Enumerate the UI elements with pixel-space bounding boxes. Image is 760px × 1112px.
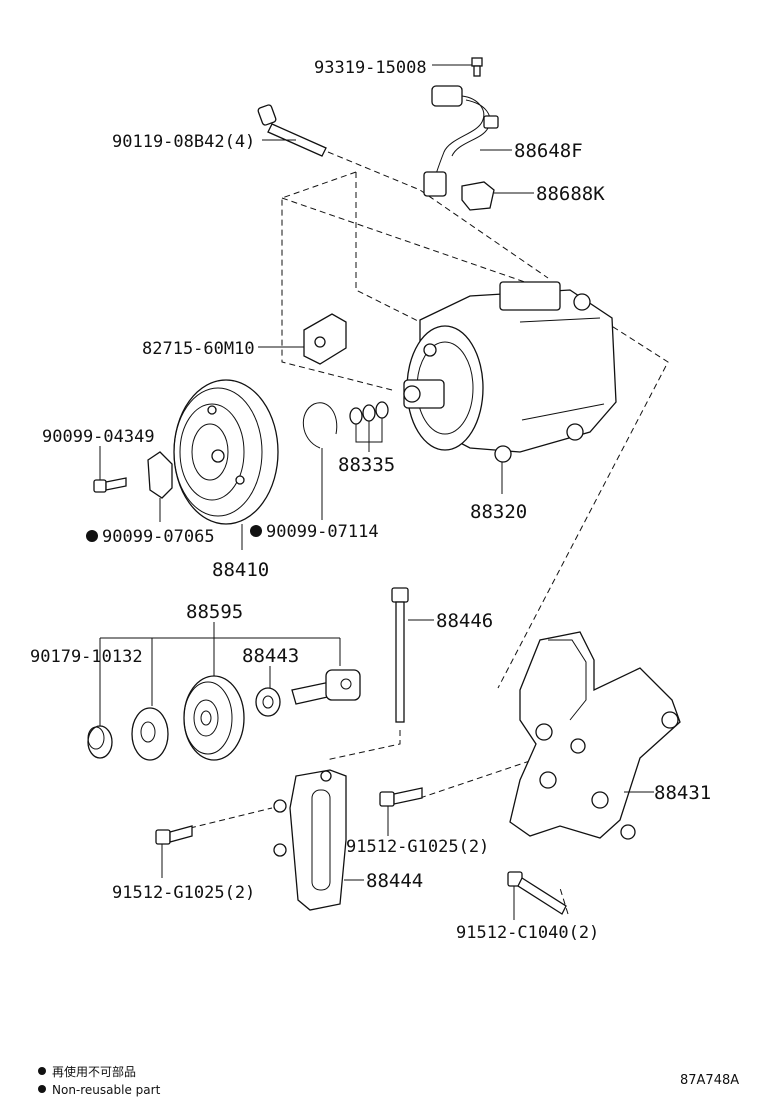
label-88443: 88443 bbox=[242, 645, 299, 667]
idler-group-leaders bbox=[99, 622, 341, 726]
non-reusable-marker bbox=[250, 525, 262, 537]
legend-line-jp: 再使用不可部品 bbox=[52, 1064, 136, 1079]
compressor-bracket-part bbox=[509, 631, 681, 840]
idler-nut-part bbox=[87, 725, 113, 759]
label-88320: 88320 bbox=[470, 501, 527, 523]
label-88410: 88410 bbox=[212, 559, 269, 581]
diagram-code: 87A748A bbox=[680, 1073, 739, 1088]
label-93319-15008: 93319-15008 bbox=[314, 58, 427, 78]
idler-washer-part bbox=[131, 707, 169, 761]
clutch-pulley-part bbox=[173, 379, 279, 550]
idler-spacer-part bbox=[255, 687, 281, 717]
label-88688K: 88688K bbox=[536, 183, 605, 205]
label-90179-10132: 90179-10132 bbox=[30, 647, 143, 667]
wire-harness-part bbox=[423, 85, 512, 197]
idler-adjust-bolt-part bbox=[291, 669, 361, 705]
legend-marker-icon bbox=[38, 1085, 46, 1093]
label-90099-04349: 90099-04349 bbox=[42, 427, 155, 447]
legend-line-en: Non-reusable part bbox=[52, 1083, 161, 1097]
label-88431: 88431 bbox=[654, 782, 711, 804]
label-90099-07114: 90099-07114 bbox=[266, 522, 379, 542]
label-88595: 88595 bbox=[186, 601, 243, 623]
adjusting-bracket-part bbox=[273, 769, 364, 911]
label-90099-07065: 90099-07065 bbox=[102, 527, 215, 547]
label-91512-G1025-right: 91512-G1025(2) bbox=[346, 837, 489, 857]
adjusting-bolt-part bbox=[391, 587, 434, 723]
label-91512-C1040: 91512-C1040(2) bbox=[456, 923, 599, 943]
shim-washer-part bbox=[147, 451, 173, 522]
label-88444: 88444 bbox=[366, 870, 423, 892]
bracket-bolt-long-part bbox=[507, 871, 567, 920]
label-82715-60M10: 82715-60M10 bbox=[142, 339, 255, 359]
o-rings-part bbox=[349, 401, 389, 452]
label-91512-G1025-left: 91512-G1025(2) bbox=[112, 883, 255, 903]
label-88446: 88446 bbox=[436, 610, 493, 632]
compressor-bolt-part bbox=[257, 104, 327, 157]
idler-pulley-part bbox=[183, 675, 245, 761]
sensor-screw-part bbox=[432, 57, 483, 77]
label-88335: 88335 bbox=[338, 454, 395, 476]
legend-marker-icon bbox=[38, 1067, 46, 1075]
bracket-plate-part bbox=[258, 313, 347, 365]
bracket-bolt-left-part bbox=[155, 825, 193, 878]
assembly-dashed-lines bbox=[189, 151, 669, 915]
snap-ring-part bbox=[302, 402, 338, 520]
compressor-part bbox=[403, 281, 617, 494]
bracket-bolt-right-part bbox=[379, 787, 423, 836]
label-90119-08B42: 90119-08B42(4) bbox=[112, 132, 255, 152]
pulley-bolt-part bbox=[93, 446, 127, 493]
label-88648F: 88648F bbox=[514, 140, 583, 162]
legend: 再使用不可部品 Non-reusable part bbox=[38, 1064, 161, 1097]
non-reusable-marker bbox=[86, 530, 98, 542]
clamp-part bbox=[461, 181, 534, 211]
